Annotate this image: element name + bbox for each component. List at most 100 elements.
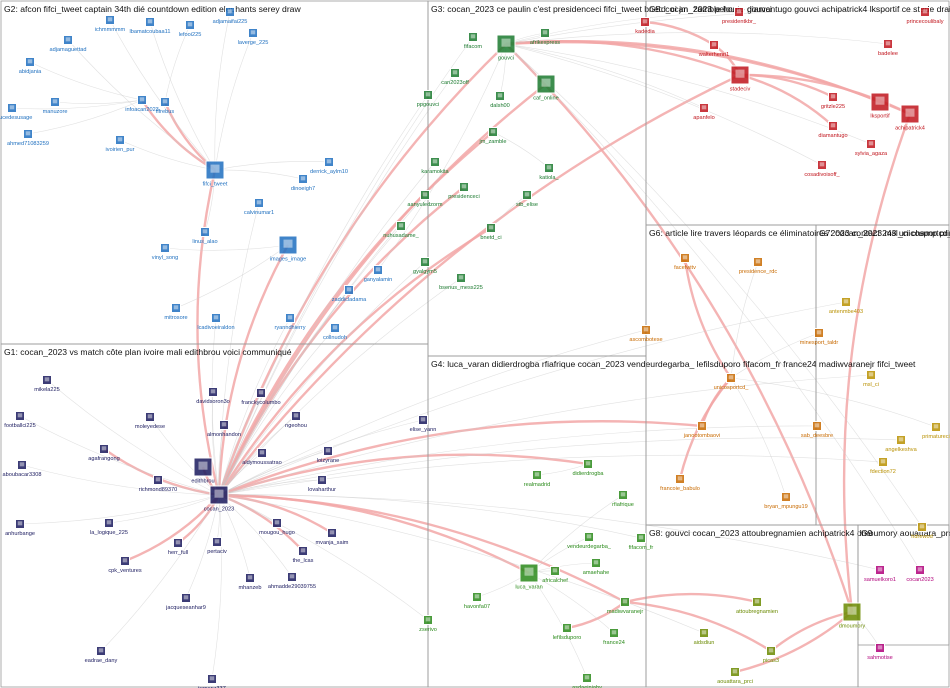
node-lksportif[interactable]: lksportif	[870, 93, 890, 120]
node-mitrosore[interactable]: mitrosore	[164, 304, 187, 322]
node-havonfa[interactable]: havonfa07	[464, 593, 490, 611]
node-label-antenmbe: antenmbe403	[829, 309, 863, 315]
node-lefooi225[interactable]: lefooi225	[179, 21, 202, 39]
node-facefwitv[interactable]: facefwitv	[674, 254, 696, 272]
node-pertaciv[interactable]: pertaciv	[207, 538, 227, 556]
node-mougou_hugo[interactable]: mougou_hugo	[259, 519, 295, 537]
node-amaehahe[interactable]: amaehahe	[583, 559, 609, 577]
node-footballci[interactable]: footballci225	[4, 412, 35, 430]
node-rfiafrique[interactable]: rfiafrique	[612, 491, 634, 509]
node-aanyuledzorm[interactable]: aanyuledzorm	[407, 191, 442, 209]
node-angelkeshva[interactable]: angelkeshva	[885, 436, 917, 454]
node-presidenceci[interactable]: presidenceci	[448, 183, 479, 201]
node-badelee[interactable]: badelee	[878, 40, 898, 58]
node-sab_deesbre[interactable]: sab_deesbre	[801, 422, 833, 440]
node-aidsdiun[interactable]: aidsdiun	[694, 629, 715, 647]
node-realmadrid[interactable]: realmadrid	[524, 471, 550, 489]
node-ahmadde[interactable]: ahmadde29039755	[268, 573, 316, 591]
node-cocan2023b[interactable]: cocan2023	[906, 566, 933, 584]
node-label-bsenus: bsenus_mess225	[439, 285, 483, 291]
node-manuzore[interactable]: manuzore	[43, 98, 68, 116]
node-presidence_rdc[interactable]: presidence_rdc	[739, 258, 777, 276]
node-katiola[interactable]: katiola_	[539, 164, 559, 182]
node-collnudoh[interactable]: collnudoh	[323, 324, 347, 342]
node-fdection[interactable]: fdection72	[870, 458, 896, 476]
node-francoie[interactable]: francoie_babulo	[660, 475, 700, 493]
edge-zserivo-cocan_2023	[219, 495, 428, 620]
node-avatar-inner-princecoulibaly	[923, 9, 928, 13]
node-dmoumory[interactable]: dmoumory	[839, 603, 866, 630]
node-lchmmmm[interactable]: ichmmmmm	[95, 16, 126, 34]
node-cosadiv[interactable]: cosadivoisoff_	[804, 161, 840, 179]
node-lbmatcouba[interactable]: lbamatcoubaa11	[130, 18, 171, 36]
node-samuelkoro[interactable]: samuelkoro1	[864, 566, 896, 584]
node-aboubacar[interactable]: aboubacar3308	[3, 461, 42, 479]
node-ngeohou[interactable]: ngeohou	[285, 412, 307, 430]
node-avatar-inner-facefwitv	[683, 255, 688, 259]
node-attoubregnamien[interactable]: attoubregnamien	[736, 598, 778, 616]
node-gritzle[interactable]: gritzle225	[821, 93, 845, 111]
node-mikela[interactable]: mikela225	[34, 376, 60, 394]
node-gouvci[interactable]: gouvci	[497, 35, 515, 62]
node-ascombotese[interactable]: ascombotese	[629, 326, 662, 344]
node-label-loizyrane: loizyrane	[317, 458, 339, 464]
node-france24[interactable]: france24	[603, 629, 625, 647]
node-msl_ci[interactable]: msl_ci	[863, 371, 879, 389]
node-aouattara[interactable]: aouattara_prci	[717, 668, 753, 686]
node-unicosportcd[interactable]: unicosportcd_	[714, 374, 750, 392]
node-label-france24: france24	[603, 640, 625, 646]
node-karamokita[interactable]: karamokita	[421, 158, 449, 176]
node-zserivo[interactable]: zserivo	[419, 616, 437, 634]
node-calvinumar[interactable]: calvinumar1	[244, 199, 274, 217]
node-sylvia[interactable]: sylvia_agaza	[855, 140, 888, 158]
node-edithbrou[interactable]: edithbrou	[191, 458, 214, 485]
node-label-lovaharthur: lovaharthur	[308, 487, 336, 493]
node-label-fifacom_fr: fifacom_fr	[629, 545, 654, 551]
node-asdaeinjaby[interactable]: asdaeinjaby	[572, 674, 602, 688]
node-herr_full[interactable]: herr_full	[168, 539, 188, 557]
node-anhurbange[interactable]: anhurbange	[5, 520, 35, 538]
node-bryan[interactable]: bryan_mpungu19	[764, 493, 808, 511]
node-laverge[interactable]: laverge_225	[238, 29, 269, 47]
node-diamantugo[interactable]: diamantugo	[818, 122, 847, 140]
node-primatureci[interactable]: primatureci	[922, 423, 950, 441]
node-vinyl_song[interactable]: vinyl_song	[152, 244, 178, 262]
node-derrick[interactable]: derrick_aylm10	[310, 158, 348, 176]
node-dalsh[interactable]: dalsh00	[490, 92, 510, 110]
node-lapucedesusa[interactable]: lapucedesusage	[0, 104, 32, 122]
node-avatar-inner-ivoirien_pur	[118, 137, 123, 141]
node-avatar-inner-sylvia	[869, 141, 874, 145]
node-ahmed[interactable]: ahmed71083259	[7, 130, 49, 148]
node-avatar-inner-cpk_ventures	[123, 558, 128, 562]
node-avatar-inner-france24	[612, 630, 617, 634]
node-the_lcas[interactable]: the_lcas	[293, 547, 314, 565]
node-cpk_ventures[interactable]: cpk_ventures	[108, 557, 141, 575]
node-images_image[interactable]: images_image	[270, 236, 306, 263]
node-linus_alao[interactable]: linus_alao	[192, 228, 217, 246]
node-infoacan[interactable]: infoacan2023	[125, 96, 159, 114]
node-jacqueseanhar[interactable]: jacqueseanhar9	[165, 594, 206, 612]
node-moleyedese[interactable]: moleyedese	[135, 413, 165, 431]
node-fifci_tweet[interactable]: fifci_tweet	[203, 161, 228, 188]
node-label-stb_elise: stb_elise	[516, 202, 538, 208]
node-mhanzeb[interactable]: mhanzeb	[238, 574, 261, 592]
node-kadedia[interactable]: kadedia	[635, 18, 655, 36]
node-lcadivoeiraldon[interactable]: lcadivoeiraldon	[197, 314, 234, 332]
node-label-images_image: images_image	[270, 257, 306, 263]
node-agafrangong[interactable]: agafrangong	[88, 445, 119, 463]
node-sahmotise[interactable]: sahmotise	[867, 644, 893, 662]
node-eadrae_dany[interactable]: eadrae_dany	[85, 647, 118, 665]
node-mvanja[interactable]: mvanja_saim	[316, 529, 349, 547]
node-bsenus[interactable]: bsenus_mess225	[439, 274, 483, 292]
node-can2023off[interactable]: can2023off	[441, 69, 469, 87]
node-walterhenri[interactable]: walterhenri1	[698, 41, 729, 59]
node-tomonz[interactable]: tomonz337	[198, 675, 226, 688]
node-stadeciv[interactable]: stadeciv	[730, 66, 751, 93]
node-adjamaguettad[interactable]: adjamaguettad	[49, 36, 86, 54]
node-picas[interactable]: picas3	[763, 647, 779, 665]
node-caf_online[interactable]: caf_online	[533, 75, 559, 102]
node-elise_yann[interactable]: elise_yann	[410, 416, 437, 434]
node-fifacom[interactable]: fifacom	[464, 33, 482, 51]
node-minesport[interactable]: minesport_taldr	[800, 329, 839, 347]
node-vendeurdegarba[interactable]: vendeurdegarba_	[567, 533, 612, 551]
